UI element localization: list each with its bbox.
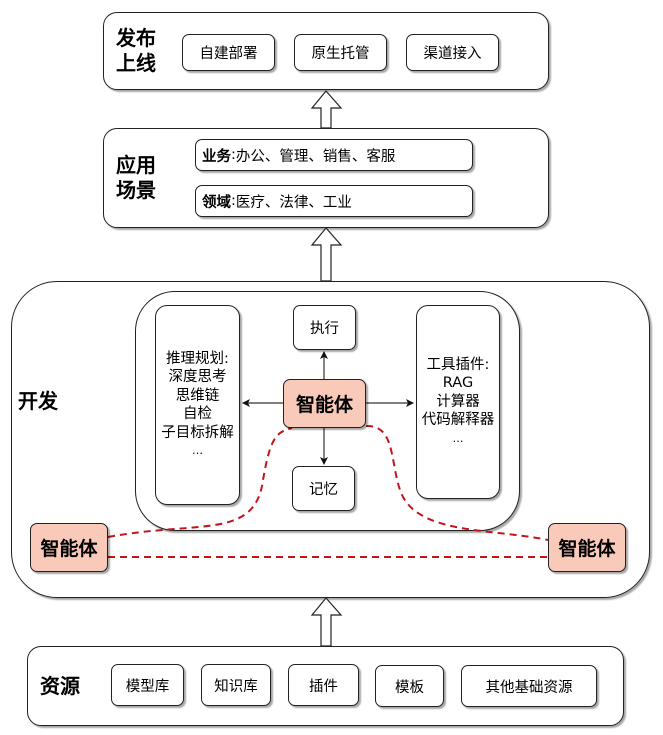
reasoning-item: … [192,444,203,457]
deploy-self-hosted[interactable]: 自建部署 [182,34,275,71]
hollow-arrow-scenario-to-deploy [310,90,343,129]
scenario-business[interactable]: 业务: 办公、管理、销售、客服 [195,139,473,171]
scenario-layer-label: 应用 场景 [116,153,156,202]
resource-model-library[interactable]: 模型库 [111,664,184,706]
agent-center[interactable]: 智能体 [283,379,366,428]
tools-item: 代码解释器 [421,412,495,429]
tools-title: 工具插件: [426,356,490,373]
reasoning-item: 子目标拆解 [161,424,234,441]
reasoning-planning-box[interactable]: 推理规划: 深度思考 思维链 自检 子目标拆解 … [155,305,240,505]
deploy-channel-access[interactable]: 渠道接入 [406,34,499,71]
reasoning-title: 推理规划: [166,350,229,367]
tools-item: RAG [442,375,474,392]
execute-box[interactable]: 执行 [293,305,356,350]
tools-item: … [452,431,464,445]
resource-plugins[interactable]: 插件 [288,664,359,706]
develop-layer-label: 开发 [18,389,58,413]
reasoning-item: 深度思考 [168,369,227,385]
resource-templates[interactable]: 模板 [375,665,444,707]
resource-knowledge-base[interactable]: 知识库 [201,664,271,706]
resources-layer-label: 资源 [40,674,80,698]
deploy-native-hosting[interactable]: 原生托管 [294,34,387,71]
agent-right[interactable]: 智能体 [548,523,626,572]
hollow-arrow-resources-to-develop [310,597,343,647]
reasoning-item: 思维链 [175,387,220,404]
deploy-layer-label: 发布 上线 [116,26,156,75]
resource-other-infrastructure[interactable]: 其他基础资源 [461,665,597,707]
agent-left[interactable]: 智能体 [30,523,108,572]
tools-item: 计算器 [436,393,480,410]
memory-box[interactable]: 记忆 [292,466,355,511]
reasoning-item: 自检 [183,406,212,422]
tools-plugins-box[interactable]: 工具插件: RAG 计算器 代码解释器 … [416,305,500,499]
scenario-domain[interactable]: 领域: 医疗、法律、工业 [195,185,473,217]
hollow-arrow-develop-to-scenario [310,227,343,282]
